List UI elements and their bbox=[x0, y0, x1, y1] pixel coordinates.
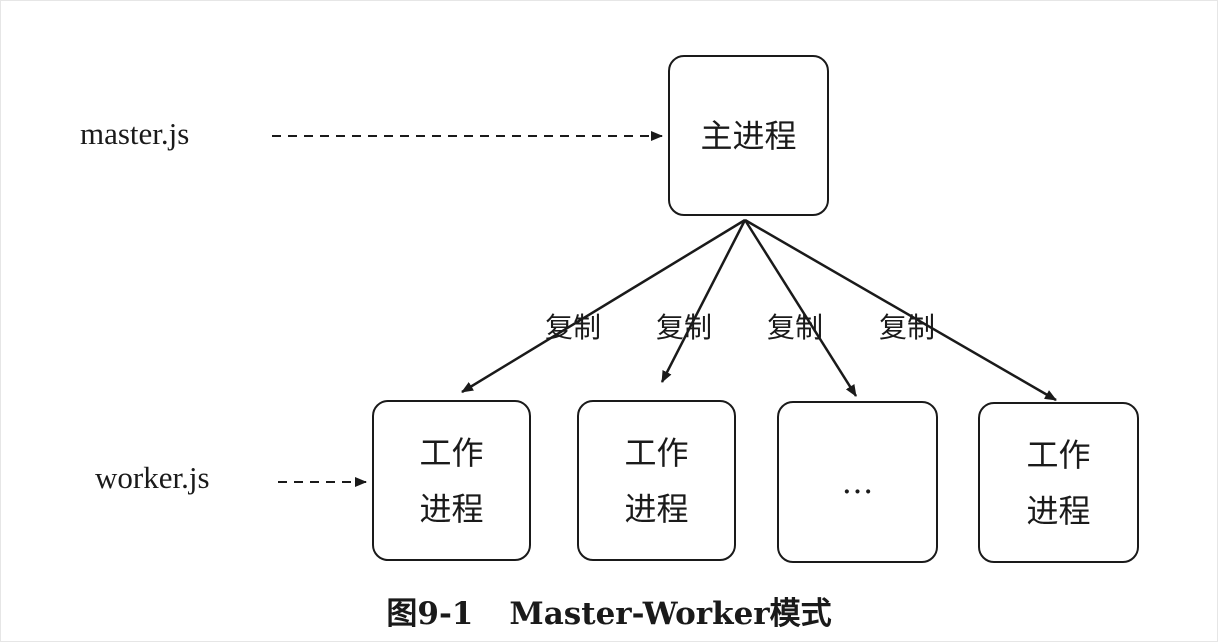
fork-arrow-2 bbox=[660, 219, 747, 383]
worker-label-line2: 进程 bbox=[419, 489, 484, 528]
worker-label-line1: 工作 bbox=[1026, 435, 1091, 474]
worker-process-box: 工作 进程 bbox=[372, 400, 531, 561]
fork-arrow-3 bbox=[743, 219, 858, 397]
worker-process-box: 工作 进程 bbox=[978, 402, 1139, 563]
copy-label-4: 复制 bbox=[879, 311, 936, 344]
worker-label-line2: 进程 bbox=[1026, 491, 1091, 530]
worker-file-label: worker.js bbox=[95, 460, 210, 495]
fork-arrow-4 bbox=[744, 218, 1057, 402]
worker-process-box: 工作 进程 bbox=[577, 400, 736, 561]
fork-arrow-1 bbox=[461, 218, 746, 394]
worker-ellipsis-box: … bbox=[777, 401, 938, 563]
figure-caption: 图9-1 Master-Worker模式 bbox=[0, 588, 1218, 633]
master-process-label: 主进程 bbox=[700, 116, 797, 155]
figure-number: 图9-1 bbox=[386, 596, 474, 632]
master-file-label: master.js bbox=[80, 116, 190, 151]
worker-label-line1: 工作 bbox=[624, 433, 689, 472]
copy-label-2: 复制 bbox=[656, 311, 713, 344]
worker-label-line2: 进程 bbox=[624, 489, 689, 528]
master-process-box: 主进程 bbox=[668, 55, 829, 216]
copy-label-3: 复制 bbox=[767, 311, 824, 344]
copy-label-1: 复制 bbox=[545, 311, 602, 344]
figure-title: Master-Worker模式 bbox=[509, 596, 832, 632]
worker-label-line1: 工作 bbox=[419, 433, 484, 472]
ellipsis-label: … bbox=[841, 463, 874, 501]
